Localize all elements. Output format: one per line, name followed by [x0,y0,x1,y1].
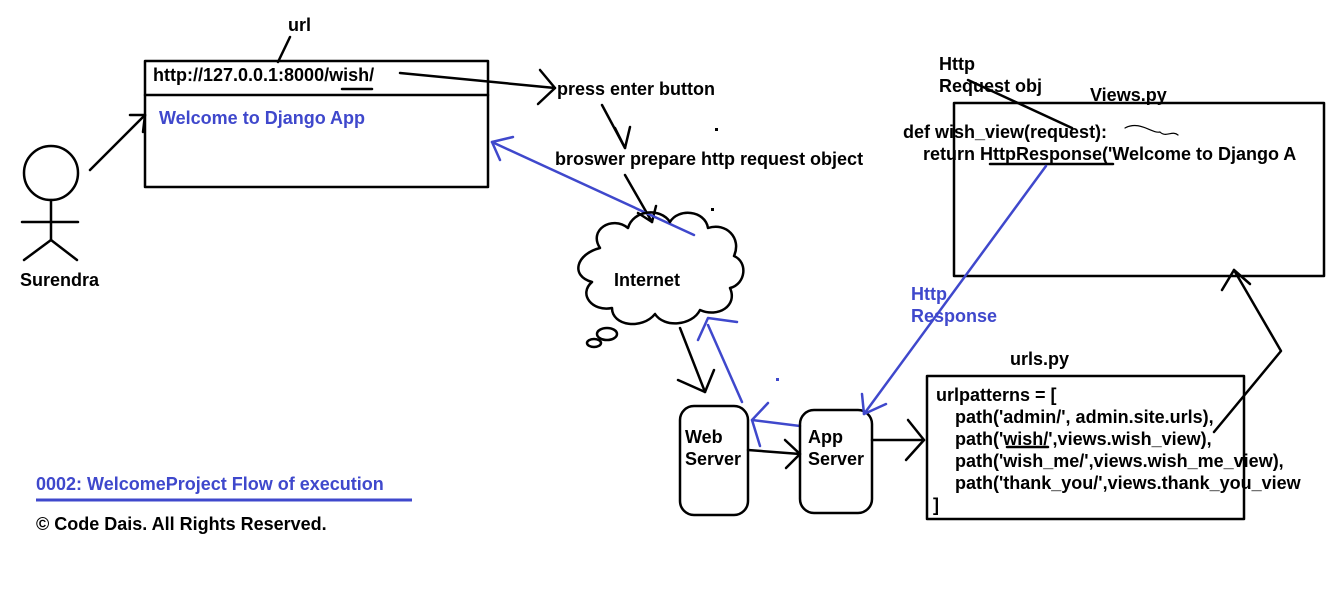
browser-page-content: Welcome to Django App [159,108,365,128]
http-request-label-line2: Request obj [939,76,1042,96]
appserver-to-webserver-arrow [750,401,802,448]
stray-dot [715,128,718,131]
views-box [952,101,1326,278]
browser-url: http://127.0.0.1:8000/wish/ [153,65,374,85]
urls-frame [925,374,1246,521]
internet-label: Internet [614,270,680,290]
press-enter-step: press enter button [557,79,715,99]
webserver-to-internet-arrow [696,316,744,404]
url-label-pointer [276,35,292,64]
user-head [22,144,80,202]
footer-copyright: © Code Dais. All Rights Reserved. [36,514,327,534]
user-right-leg [49,238,79,262]
footer-title: 0002: WelcomeProject Flow of execution [36,474,384,494]
prepare-request-step: broswer prepare http request object [555,149,863,169]
http-request-label-line1: Http [939,54,975,74]
web-server: Web Server [678,404,750,517]
press-enter-to-request-arrow [600,103,632,150]
urls-to-views-arrow [1212,268,1283,434]
views-frame [952,101,1326,278]
http-response-label-line1: Http [911,284,947,304]
web-server-label-line2: Server [685,449,741,469]
appserver-to-urls-arrow [870,418,926,462]
urls-title: urls.py [1010,349,1069,369]
internet-to-browser-response-arrow [490,135,696,237]
internet-cloud: Internet [577,211,745,349]
app-server-box [798,408,874,515]
urls-box [925,374,1246,521]
user-stick-figure [20,144,80,262]
browser-frame [143,59,490,189]
webserver-to-appserver-arrow [746,438,802,470]
request-squiggle [1124,124,1179,136]
views-code-line2: return HttpResponse('Welcome to Django A [923,144,1296,164]
url-label: url [288,15,311,35]
urls-code-line: path('thank_you/',views.thank_you_view [955,473,1302,493]
user-to-browser-arrow [88,113,147,172]
http-response-label-line2: Response [911,306,997,326]
app-server: App Server [798,408,874,515]
urls-code-line: ] [933,495,939,515]
browser-window: http://127.0.0.1:8000/wish/ Welcome to D… [143,59,490,189]
url-to-press-enter-arrow [398,68,557,106]
views-title: Views.py [1090,85,1167,105]
web-server-label-line1: Web [685,427,723,447]
app-server-label-line2: Server [808,449,864,469]
user-name: Surendra [20,270,100,290]
urls-code-line: path('admin/', admin.site.urls), [955,407,1214,427]
urls-code-line: path('wish/',views.wish_view), [955,429,1212,449]
stray-dot [711,208,714,211]
urls-code-line: path('wish_me/',views.wish_me_view), [955,451,1284,471]
urls-code-line: urlpatterns = [ [936,385,1057,405]
app-server-label-line1: App [808,427,843,447]
web-server-box [678,404,750,517]
user-left-leg [22,238,53,262]
stray-dot [776,378,779,381]
views-code-line1: def wish_view(request): [903,122,1107,142]
internet-to-webserver-arrow [676,326,716,394]
views-to-appserver-response-arrow [860,164,1048,416]
